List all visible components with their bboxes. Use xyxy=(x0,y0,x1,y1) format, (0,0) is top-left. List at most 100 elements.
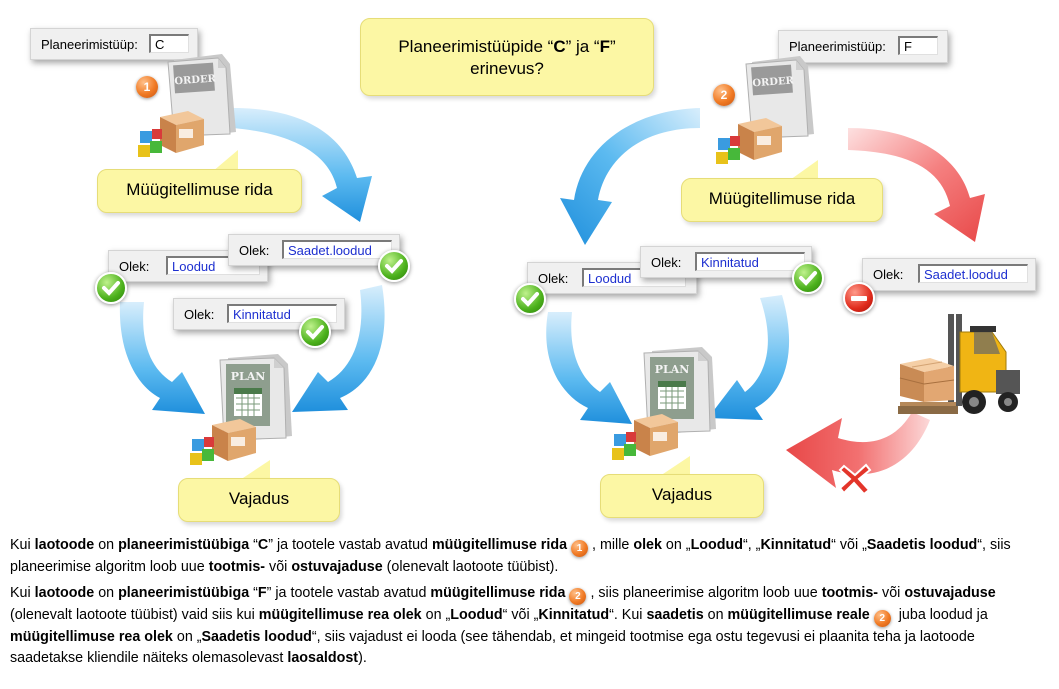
callout-tip xyxy=(240,460,270,480)
status-label: Olek: xyxy=(538,271,569,286)
text-run: on „ xyxy=(661,537,691,553)
question-callout: Planeerimistüüpide “C” ja “F” erinevus? xyxy=(360,18,654,96)
text-run: ” ja tootele vastab avatud xyxy=(266,584,431,601)
text-run: on xyxy=(94,537,119,553)
order-doc-label: ORDER xyxy=(174,73,217,87)
bold-term: planeerimistüübiga xyxy=(118,537,250,553)
callout-tip xyxy=(790,160,818,180)
arrow-icon xyxy=(848,128,985,242)
arrow-icon xyxy=(786,412,930,488)
forklift-icon xyxy=(898,314,1020,414)
arrow-icon xyxy=(546,312,632,424)
stop-icon xyxy=(843,282,875,314)
arrow-icon xyxy=(292,285,385,412)
checkmark-icon xyxy=(95,272,127,304)
bold-term: Kinnitatud xyxy=(538,606,610,623)
text-run: või xyxy=(265,559,292,575)
checkmark-icon xyxy=(792,262,824,294)
bold-term: müügitellimuse rida xyxy=(431,537,568,553)
bold-term: Loodud xyxy=(450,606,503,623)
arrow-icon xyxy=(233,108,372,222)
question-line-2: erinevus? xyxy=(470,59,544,78)
text-run: on „ xyxy=(421,606,451,623)
text-run: (olenevalt laotoote tüübist). xyxy=(382,559,559,575)
text-run: , siis planeerimise algoritm loob uue xyxy=(590,584,822,601)
demand-label: Vajadus xyxy=(228,489,290,508)
bold-term: müügitellimuse rida xyxy=(430,584,566,601)
bold-term: Loodud xyxy=(690,537,743,553)
callout-tip xyxy=(660,456,690,476)
status-label: Olek: xyxy=(651,255,682,270)
planning-type-input[interactable]: C xyxy=(149,34,189,53)
step-badge-2: 2 xyxy=(713,84,735,106)
arrow-icon xyxy=(119,302,205,414)
status-value[interactable]: Saadet.loodud xyxy=(282,240,392,259)
boxes-icon xyxy=(612,414,678,460)
status-field-saadet-right: Olek: Saadet.loodud xyxy=(862,258,1036,291)
bold-term: laotoode xyxy=(34,537,95,553)
order-line-callout-right: Müügitellimuse rida xyxy=(681,178,883,222)
bold-term: F xyxy=(257,584,267,601)
bold-term: tootmis- xyxy=(208,559,266,575)
question-line-1: Planeerimistüüpide “C” ja “F” xyxy=(398,37,616,56)
bold-term: laosaldost xyxy=(287,650,359,666)
arrow-icon xyxy=(560,108,700,245)
step-badge-inline: 2 xyxy=(873,609,891,627)
planning-type-label: Planeerimistüüp: xyxy=(41,37,138,52)
text-run: , mille xyxy=(592,537,634,553)
plan-doc-label: PLAN xyxy=(231,370,266,383)
boxes-icon xyxy=(716,118,782,164)
order-doc-label: ORDER xyxy=(752,75,795,89)
planning-type-field-left: Planeerimistüüp: C xyxy=(30,28,198,60)
text-run: “ või „ xyxy=(502,606,539,623)
status-label: Olek: xyxy=(873,267,904,282)
text-run: juba loodud ja xyxy=(894,606,988,623)
order-line-callout-left: Müügitellimuse rida xyxy=(97,169,302,213)
bold-term: C xyxy=(257,537,269,553)
bold-term: Saadetis loodud xyxy=(201,628,312,645)
status-field-kinnitatud-right: Olek: Kinnitatud xyxy=(640,246,812,278)
explanation-paragraph-c: Kui laotoode on planeerimistüübiga “C” j… xyxy=(10,535,1050,579)
checkmark-icon xyxy=(514,283,546,315)
order-line-label: Müügitellimuse rida xyxy=(708,189,856,208)
text-run: “ xyxy=(249,537,258,553)
text-run: “, siis planeerimise algoritm loob uue xyxy=(10,537,1011,575)
step-badge-inline: 1 xyxy=(571,540,589,557)
bold-term: ostuvajaduse xyxy=(904,584,996,601)
demand-callout-left: Vajadus xyxy=(178,478,340,522)
status-label: Olek: xyxy=(184,307,215,322)
status-value[interactable]: Kinnitatud xyxy=(695,252,805,271)
step-badge-1: 1 xyxy=(136,76,158,98)
bold-term: müügitellimuse rea olek xyxy=(258,606,422,623)
demand-callout-right: Vajadus xyxy=(600,474,764,518)
plan-doc-label: PLAN xyxy=(655,363,690,376)
bold-term: tootmis- xyxy=(821,584,879,601)
planning-type-label: Planeerimistüüp: xyxy=(789,39,886,54)
bold-term: Kinnitatud xyxy=(760,537,832,553)
bold-term: saadetis xyxy=(646,606,704,623)
status-field-saadet-left: Olek: Saadet.loodud xyxy=(228,234,400,266)
order-line-label: Müügitellimuse rida xyxy=(126,180,273,199)
text-run: Kui xyxy=(10,584,35,601)
status-label: Olek: xyxy=(119,259,150,274)
text-run: on „ xyxy=(172,628,202,645)
step-badge-inline: 2 xyxy=(569,587,587,605)
plan-document-icon: PLAN xyxy=(219,354,292,442)
text-run: ” ja tootele vastab avatud xyxy=(268,537,432,553)
demand-label: Vajadus xyxy=(651,485,713,504)
boxes-icon xyxy=(190,419,256,465)
bold-term: planeerimistüübiga xyxy=(118,584,250,601)
text-run: ). xyxy=(358,650,367,666)
text-run: “ või „ xyxy=(831,537,867,553)
planning-type-field-right: Planeerimistüüp: F xyxy=(778,30,948,63)
text-run: on xyxy=(703,606,728,623)
flow-arrows xyxy=(119,108,985,488)
status-value[interactable]: Saadet.loodud xyxy=(918,264,1028,283)
text-run: “. Kui xyxy=(609,606,647,623)
planning-type-input[interactable]: F xyxy=(898,36,938,55)
cross-icon xyxy=(838,463,872,496)
checkmark-icon xyxy=(378,250,410,282)
text-run: “ xyxy=(249,584,258,601)
text-run: “, „ xyxy=(742,537,761,553)
text-run: või xyxy=(878,584,905,601)
